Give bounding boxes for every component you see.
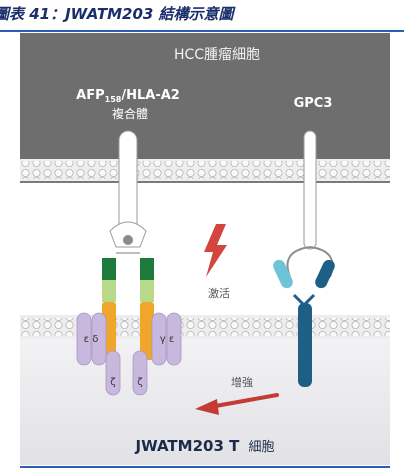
zeta-chains: ζ ζ xyxy=(105,350,148,396)
gpc3-binding-receptor xyxy=(273,259,335,387)
page-title: 圖表 41：JWATM203 結構示意圖 xyxy=(0,5,234,23)
afp-hla-complex xyxy=(109,130,147,248)
structure-diagram: HCC腫瘤細胞 AFP158/HLA-A2 複合體 GPC3 ε δ γ ε xyxy=(20,33,390,465)
hcc-membrane xyxy=(20,159,390,181)
hcc-cell-label: HCC腫瘤細胞 xyxy=(174,46,260,63)
svg-text:γ ε: γ ε xyxy=(160,334,175,345)
cd3-right-subunits: γ ε xyxy=(151,312,182,366)
complex-label: AFP158/HLA-A2 xyxy=(76,88,180,104)
activation-label: 激活 xyxy=(208,286,230,300)
t-cell-membrane xyxy=(20,315,390,339)
svg-text:ε δ: ε δ xyxy=(84,334,99,345)
svg-text:ζ: ζ xyxy=(110,377,115,388)
gpc3-label: GPC3 xyxy=(294,96,333,111)
bottom-divider xyxy=(20,466,390,468)
enhance-label: 增強 xyxy=(231,375,253,389)
title-divider xyxy=(0,30,404,32)
svg-text:ζ: ζ xyxy=(137,377,142,388)
complex-label-line2: 複合體 xyxy=(112,106,148,121)
cd3-left-subunits: ε δ xyxy=(76,312,107,366)
enhance-arrow-icon xyxy=(195,393,279,415)
hcc-cell-region xyxy=(20,33,390,181)
tcr-beta-chain xyxy=(140,258,154,360)
activation-lightning-icon xyxy=(204,224,227,277)
t-cell-label: JWATM203 T 細胞 xyxy=(135,436,275,455)
